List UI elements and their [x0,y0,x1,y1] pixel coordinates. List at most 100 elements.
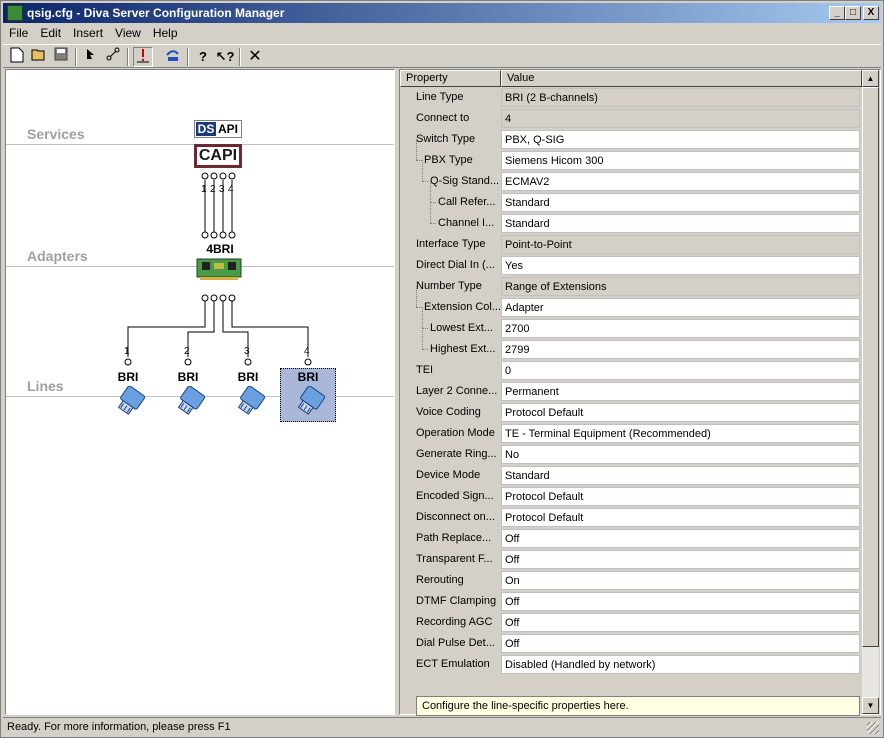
context-help-icon[interactable]: ↖? [215,49,235,64]
property-value[interactable]: 0 [501,361,860,380]
help-icon[interactable]: ? [199,49,207,64]
property-value[interactable]: Off [501,550,860,569]
minimize-button[interactable]: _ [829,6,845,20]
property-row[interactable]: Recording AGC Off [400,612,862,633]
property-value[interactable]: Protocol Default [501,508,860,527]
delete-icon[interactable]: ✕ [248,48,262,65]
line-test-icon[interactable] [133,47,153,67]
property-row[interactable]: Dial Pulse Det...Off [400,633,862,654]
vertical-scrollbar[interactable]: ▲ ▼ [862,70,879,714]
property-value[interactable]: Protocol Default [501,403,860,422]
property-value[interactable]: 2799 [501,340,860,359]
adapter-label: 4BRI [206,242,234,256]
property-value[interactable]: Off [501,592,860,611]
property-value[interactable]: Adapter [501,298,860,317]
property-value[interactable]: Standard [501,466,860,485]
scroll-thumb[interactable] [862,87,879,647]
line-4-connector-icon[interactable] [292,385,332,418]
line-4-label: BRI [297,370,319,384]
property-row[interactable]: Q-Sig Stand...ECMAV2 [400,160,862,192]
line-3-number: 3 [244,346,250,357]
property-value[interactable]: Permanent [501,382,860,401]
pointer-icon[interactable] [81,47,101,67]
property-value[interactable]: Off [501,529,860,548]
property-row[interactable]: Call Refer...Standard [400,181,862,213]
property-row[interactable]: Extension Col...Adapter [400,286,862,318]
title-bar[interactable]: qsig.cfg - Diva Server Configuration Man… [3,3,881,23]
line-3-connector-icon[interactable] [232,385,272,418]
menu-bar: File Edit Insert View Help [3,24,881,43]
menu-help[interactable]: Help [152,26,178,40]
property-row[interactable]: Highest Ext...2799 [400,328,862,360]
scroll-down-icon[interactable]: ▼ [862,697,879,714]
wizard-icon[interactable] [163,47,183,67]
property-name: Channel I... [438,217,495,229]
property-value[interactable]: Siemens Hicom 300 [501,151,860,170]
adapter-card-icon[interactable] [196,258,242,282]
property-value[interactable]: Standard [501,193,860,212]
line-2-connector-icon[interactable] [172,385,212,418]
property-value[interactable]: TE - Terminal Equipment (Recommended) [501,424,860,443]
line-1-connector-icon[interactable] [112,385,152,418]
menu-insert[interactable]: Insert [73,26,104,40]
connect-icon[interactable] [103,47,123,67]
property-row[interactable]: Transparent F...Off [400,549,862,570]
property-row[interactable]: Disconnect on...Protocol Default [400,507,862,528]
capi-service[interactable]: CAPI [194,144,242,168]
property-row[interactable]: DTMF Clamping Off [400,591,862,612]
line-2-number: 2 [184,346,190,357]
property-name: DTMF Clamping [416,595,497,607]
property-value[interactable]: 2700 [501,319,860,338]
menu-file[interactable]: File [9,26,29,40]
property-row[interactable]: Channel I... Standard [400,202,862,234]
close-button[interactable]: X [863,6,879,20]
property-value[interactable]: PBX, Q-SIG [501,130,860,149]
scroll-up-icon[interactable]: ▲ [862,70,879,87]
property-value[interactable]: ECMAV2 [501,172,860,191]
property-value[interactable]: Standard [501,214,860,233]
property-value[interactable]: Off [501,634,860,653]
property-value: Range of Extensions [501,277,860,296]
property-row[interactable]: Generate Ring...No [400,444,862,465]
property-value[interactable]: Protocol Default [501,487,860,506]
property-row[interactable]: Path Replace...Off [400,528,862,549]
dsapi-service[interactable]: DS API [194,120,242,138]
property-value[interactable]: Disabled (Handled by network) [501,655,860,674]
property-value[interactable]: Off [501,613,860,632]
open-icon[interactable] [29,47,49,67]
menu-view[interactable]: View [115,26,141,40]
save-icon[interactable] [51,47,71,67]
topology-pane[interactable]: Services Adapters Lines DS API CAPI [5,69,395,715]
maximize-button[interactable]: □ [845,6,861,20]
section-lines: Lines [27,378,64,394]
property-value[interactable]: On [501,571,860,590]
menu-edit[interactable]: Edit [40,26,62,40]
property-row[interactable]: Direct Dial In (... Yes [400,255,862,276]
property-value[interactable]: No [501,445,860,464]
property-row[interactable]: Encoded Sign...Protocol Default [400,486,862,507]
new-icon[interactable] [7,47,27,67]
resize-grip[interactable] [867,722,879,734]
property-value[interactable]: Yes [501,256,860,275]
property-row[interactable]: Layer 2 Conne...Permanent [400,381,862,402]
header-value[interactable]: Value [501,70,862,87]
section-services: Services [27,126,85,142]
property-row[interactable]: Lowest Ext...2700 [400,307,862,339]
property-name: Direct Dial In (... [416,259,495,271]
header-property[interactable]: Property [400,70,501,87]
property-name: Recording AGC [416,616,493,628]
